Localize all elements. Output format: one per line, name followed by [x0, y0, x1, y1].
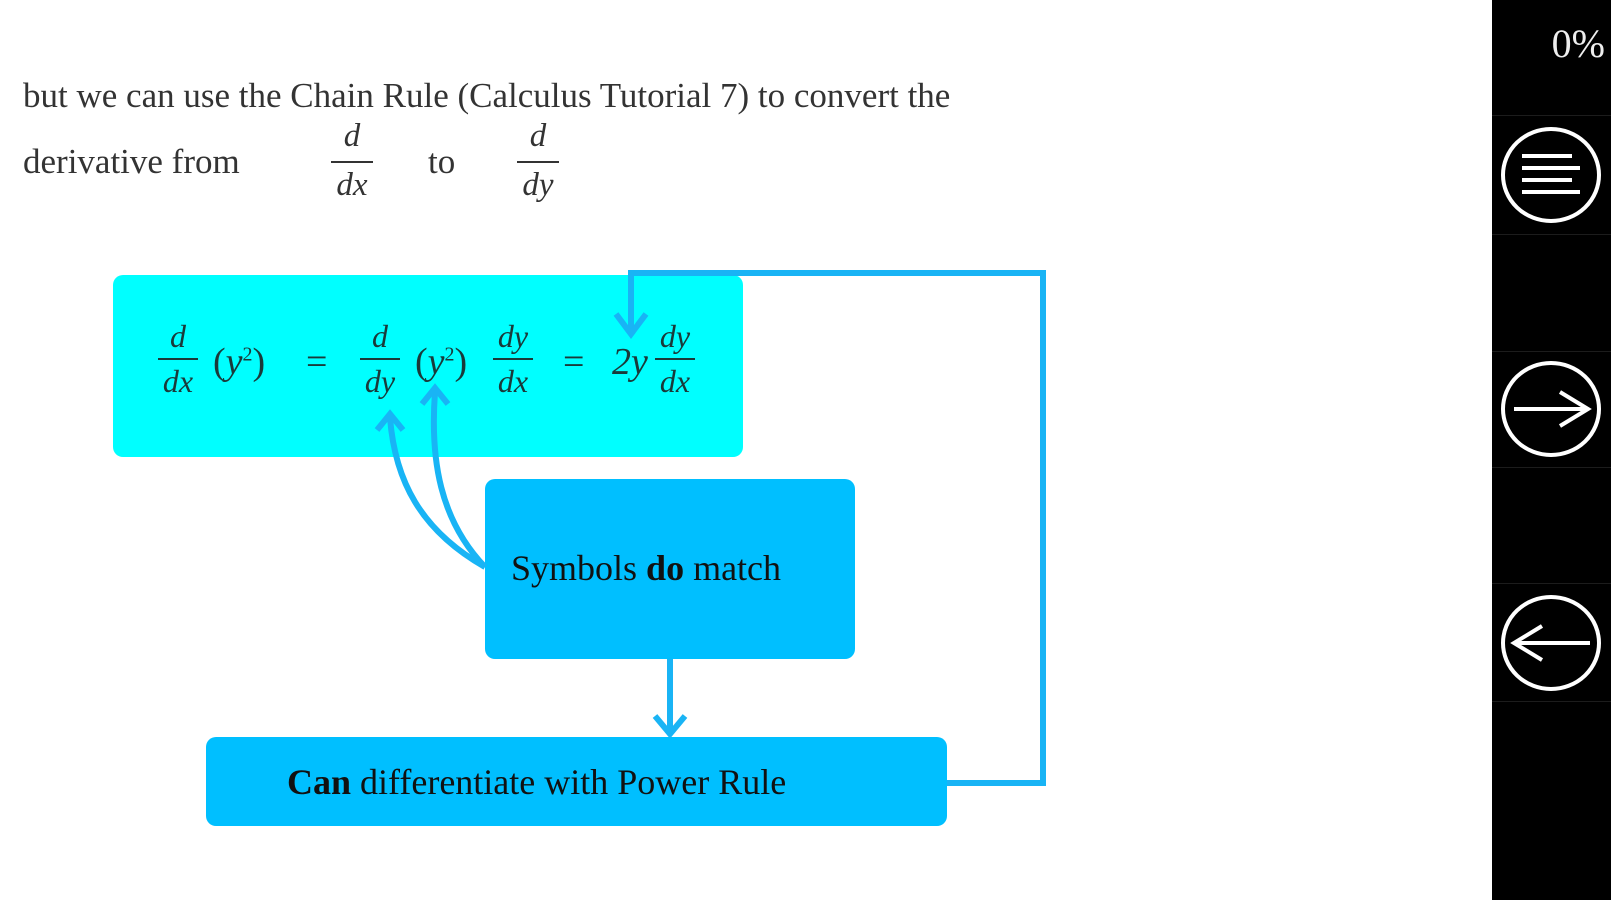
numerator: d: [170, 318, 186, 354]
numerator: d: [372, 318, 388, 354]
text: match: [684, 548, 782, 588]
eq-paren-y2-1: (y2): [213, 341, 266, 383]
denominator: dx: [336, 167, 368, 203]
eq-frac-d-dy: d dy: [360, 320, 400, 397]
menu-icon[interactable]: [1500, 124, 1602, 226]
arrow-left-icon[interactable]: [1500, 592, 1602, 694]
text: Symbols: [511, 548, 647, 588]
eq-equals-1: =: [306, 341, 328, 383]
exponent: 2: [444, 343, 455, 366]
denominator: dx: [659, 363, 691, 399]
fraction-d-dy: d dy: [517, 120, 559, 202]
eq-paren-y2-2: (y2): [415, 341, 468, 383]
text: differentiate with Power Rule: [351, 762, 787, 802]
divider: [1492, 115, 1611, 116]
denominator: dx: [497, 363, 529, 399]
denominator: dx: [162, 363, 194, 399]
denominator: dy: [364, 363, 396, 399]
arrow-right-icon[interactable]: [1500, 358, 1602, 460]
denominator: dy: [522, 167, 554, 203]
word-to: to: [428, 142, 456, 181]
power-rule-label: Can differentiate with Power Rule: [287, 761, 786, 803]
progress-percent: 0%: [1551, 21, 1605, 66]
paragraph-line-2: derivative from: [23, 142, 240, 181]
curve-arrowhead-1: [374, 409, 406, 432]
divider: [1492, 234, 1611, 235]
divider: [1492, 701, 1611, 702]
var-y: y: [225, 341, 243, 383]
curve-arrowhead-2: [419, 383, 451, 406]
curve-arrow-1: [387, 417, 487, 570]
var-y: y: [427, 341, 445, 383]
divider: [1492, 467, 1611, 468]
bold-text: do: [646, 548, 685, 588]
curve-arrow-2: [430, 391, 488, 570]
navigation-sidebar: 0%: [1492, 0, 1611, 900]
eq-frac-d-dx: d dx: [158, 320, 198, 397]
equation-box: [113, 275, 743, 457]
numerator: d: [529, 118, 547, 154]
symbols-match-box: [485, 479, 855, 659]
loop-arrowhead: [613, 312, 649, 339]
eq-coef-2y: 2y: [612, 340, 648, 384]
exponent: 2: [242, 343, 253, 366]
symbols-match-label: Symbols do match: [511, 547, 781, 589]
fraction-d-dx: d dx: [331, 120, 373, 202]
eq-frac-dy-dx-2: dy dx: [655, 320, 695, 397]
bold-text: Can: [287, 762, 352, 802]
numerator: d: [343, 118, 361, 154]
numerator: dy: [659, 318, 691, 354]
eq-equals-2: =: [563, 341, 585, 383]
numerator: dy: [497, 318, 529, 354]
divider: [1492, 583, 1611, 584]
down-arrowhead: [652, 714, 688, 739]
paragraph-line-1: but we can use the Chain Rule (Calculus …: [23, 76, 951, 115]
power-rule-box: [206, 737, 947, 826]
eq-frac-dy-dx: dy dx: [493, 320, 533, 397]
loop-arrow: [628, 270, 1046, 786]
divider: [1492, 351, 1611, 352]
coef: 2y: [612, 341, 648, 383]
